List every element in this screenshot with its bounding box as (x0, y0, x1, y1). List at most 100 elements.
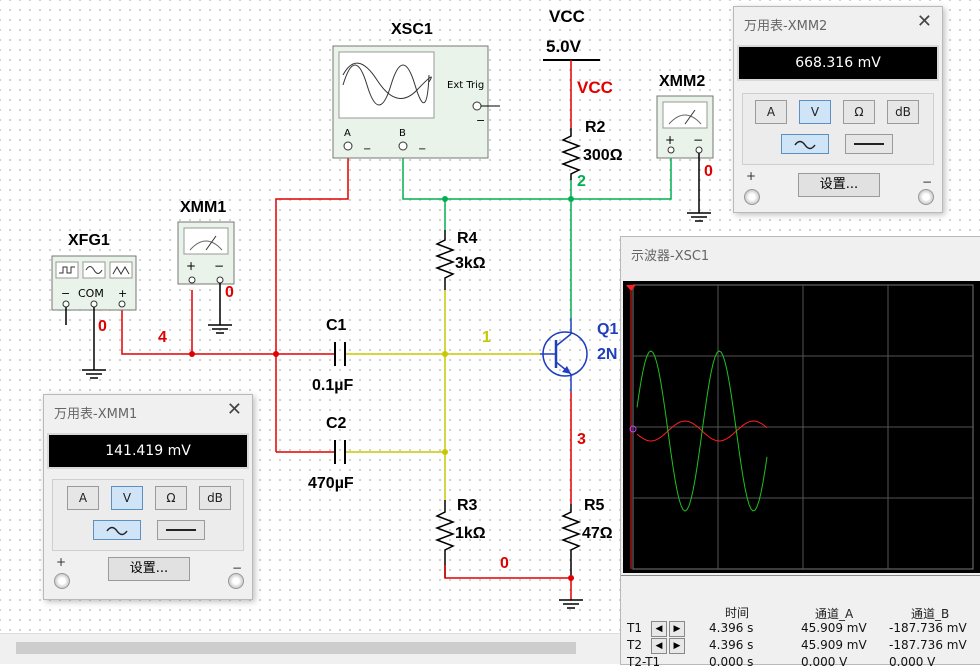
xsc1-label: XSC1 (391, 21, 433, 38)
trace-channel-b (636, 350, 768, 512)
meter-arc (668, 114, 702, 125)
plus-terminal[interactable] (744, 189, 760, 205)
channel-b-value: 0.000 V (889, 655, 936, 669)
terminal[interactable] (216, 276, 224, 284)
col-time-header: 时间 (725, 606, 750, 620)
net-label-1: 1 (482, 329, 491, 346)
cursor-label: T2-T1 (627, 655, 661, 669)
multimeter-xmm2-window[interactable]: 万用表-XMM2 ✕ 668.316 mV A V Ω dB + − 设置... (733, 6, 943, 213)
ext-trig-label: Ext Trig (447, 80, 484, 91)
ammeter-button[interactable]: A (755, 100, 787, 124)
net-label-3: 3 (577, 431, 586, 448)
c2-name: C2 (326, 415, 347, 432)
square-wave-glyph (59, 266, 75, 274)
dc-line-icon (854, 143, 884, 145)
junction (442, 351, 448, 357)
ac-mode-button[interactable] (93, 520, 141, 540)
resistor-r4[interactable] (434, 230, 456, 290)
ohmmeter-button[interactable]: Ω (155, 486, 187, 510)
ground-symbol (208, 324, 232, 334)
capacitor-c1[interactable] (334, 342, 346, 366)
minus-terminal[interactable] (918, 189, 934, 205)
terminal[interactable] (695, 146, 703, 154)
terminal[interactable] (188, 276, 196, 284)
cursor-right-arrow-icon[interactable]: ▶ (669, 621, 685, 637)
resistor-r2[interactable] (560, 128, 582, 180)
r5-value: 47Ω (582, 525, 613, 542)
window-title: 万用表-XMM1 (54, 407, 138, 422)
dc-mode-button[interactable] (157, 520, 205, 540)
xmm1-label: XMM1 (180, 199, 226, 216)
close-icon[interactable]: ✕ (226, 399, 242, 420)
cursor-label: T1 (627, 621, 642, 635)
terminal[interactable] (398, 141, 408, 151)
minus-label: − (232, 561, 243, 575)
settings-button[interactable]: 设置... (798, 173, 880, 197)
xsc1-b-minus: − (418, 144, 426, 155)
cursor-label: T2 (627, 638, 642, 652)
minus-terminal[interactable] (228, 573, 244, 589)
r4-name: R4 (457, 230, 478, 247)
ground-symbol (559, 599, 583, 609)
net-label-0-xmm2: 0 (704, 163, 713, 180)
xmm1-minus: − (214, 259, 224, 273)
cursor-right-arrow-icon[interactable]: ▶ (669, 638, 685, 654)
time-value: 4.396 s (709, 621, 754, 635)
terminal[interactable] (667, 146, 675, 154)
scope-screen[interactable] (623, 281, 980, 573)
xsc1-ch-b: B (399, 128, 406, 139)
voltmeter-button[interactable]: V (111, 486, 143, 510)
terminal[interactable] (90, 300, 98, 308)
ground-symbol (82, 369, 106, 379)
settings-button[interactable]: 设置... (108, 557, 190, 581)
horizontal-scrollbar[interactable] (0, 633, 620, 664)
cursor-t1-marker (626, 285, 636, 291)
wire-net4-input (121, 310, 276, 355)
r2-value: 300Ω (583, 147, 623, 164)
q1-collector (555, 333, 572, 347)
resistor-r5[interactable] (560, 504, 582, 578)
close-icon[interactable]: ✕ (916, 11, 932, 32)
resistor-r3[interactable] (434, 500, 456, 578)
cursor-left-arrow-icon[interactable]: ◀ (651, 638, 667, 654)
terminal[interactable] (118, 300, 126, 308)
scrollbar-thumb[interactable] (16, 642, 576, 654)
q1-part: 2N (597, 346, 617, 363)
ohmmeter-button[interactable]: Ω (843, 100, 875, 124)
junction (568, 575, 574, 581)
multimeter-xmm1-window[interactable]: 万用表-XMM1 ✕ 141.419 mV A V Ω dB + − 设置... (43, 394, 253, 600)
plus-label: + (746, 169, 757, 183)
r3-name: R3 (457, 497, 478, 514)
xfg1-com: COM (78, 287, 104, 300)
voltmeter-button[interactable]: V (799, 100, 831, 124)
terminal[interactable] (62, 300, 70, 308)
cursor-left-arrow-icon[interactable]: ◀ (651, 621, 667, 637)
plus-label: + (56, 555, 67, 569)
ac-mode-button[interactable] (781, 134, 829, 154)
xfg1-minus: − (61, 287, 70, 300)
reading-display: 141.419 mV (47, 433, 249, 469)
plus-terminal[interactable] (54, 573, 70, 589)
junction (189, 351, 195, 357)
decibel-button[interactable]: dB (199, 486, 231, 510)
ammeter-button[interactable]: A (67, 486, 99, 510)
col-channel-b-header: 通道_B (911, 607, 950, 621)
terminal[interactable] (343, 141, 353, 151)
r3-value: 1kΩ (455, 525, 486, 542)
meter-arc (189, 240, 223, 251)
net-label-0-xmm1: 0 (225, 284, 234, 301)
vcc-net-label: VCC (577, 78, 613, 97)
c1-name: C1 (326, 317, 347, 334)
net-label-0-xfg: 0 (98, 318, 107, 335)
dc-mode-button[interactable] (845, 134, 893, 154)
ext-trig-minus: − (476, 114, 485, 127)
time-value: 0.000 s (709, 655, 754, 669)
decibel-button[interactable]: dB (887, 100, 919, 124)
capacitor-c2[interactable] (334, 440, 346, 464)
net-label-2: 2 (577, 173, 586, 190)
terminal[interactable] (472, 101, 482, 111)
dc-line-icon (166, 529, 196, 531)
mode-panel: A V Ω dB (52, 479, 244, 551)
